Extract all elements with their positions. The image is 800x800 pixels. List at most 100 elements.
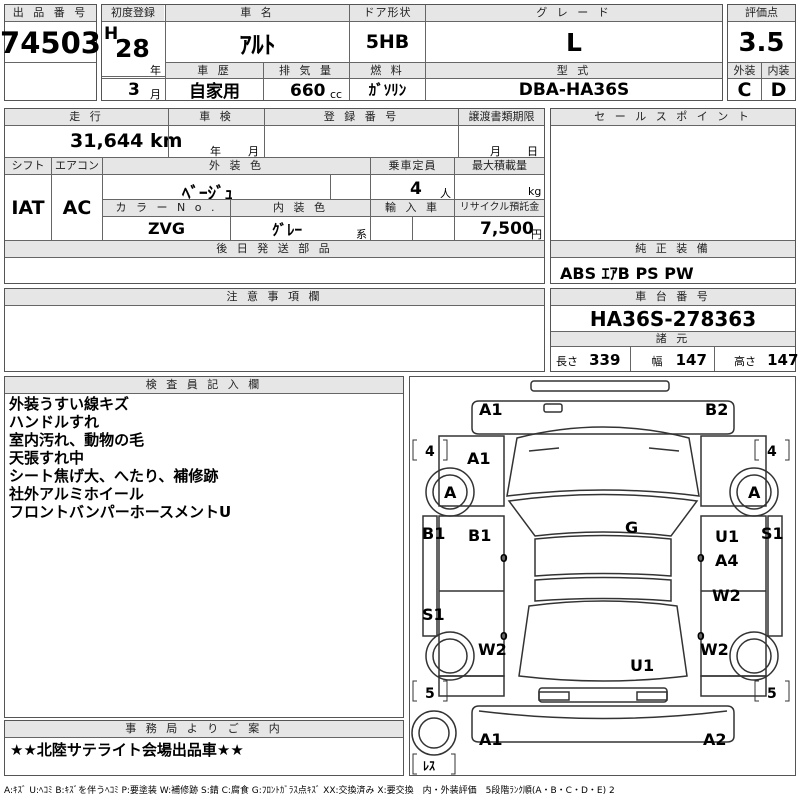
wheel-rr-inner [736,638,772,674]
first-reg-year-unit: 年 [150,64,161,77]
front-bumper [471,400,735,435]
model-value: DBA-HA36S [518,79,630,100]
score-ext-value: C [737,79,752,101]
dims-row: 長さ 339 幅 147 高さ 147 [556,350,798,370]
sales-points-label: セ ー ル ス ポ イ ン ト [551,109,795,125]
mark-rear-left: A1 [479,730,503,749]
score-label: 評価点 [728,5,795,21]
rear-lower [478,710,728,720]
capacity-label: 乗車定員 [371,158,454,174]
office-label: 事 務 局 よ り ご 案 内 [5,721,403,737]
mark-door-right-u: U1 [715,527,739,546]
ext-color-label: 外 装 色 [103,158,370,174]
mark-rocker-left: S1 [422,605,445,624]
tire-rl: 5 [425,686,435,702]
shift-value: IAT [11,196,45,219]
remark-line: ハンドルすれ [9,413,100,431]
width-value: 147 [675,351,707,369]
tire-spare: ﾚｽ [423,759,435,773]
shift-label: シフト [5,158,51,174]
mark-front-left: A1 [479,400,503,419]
wheel-rr-outer [729,631,779,681]
int-color-value: ｸﾞﾚｰ [272,221,303,239]
color-no-value: ZVG [147,219,186,238]
remark-line: 天張すれ中 [9,449,85,467]
mileage-number: 31,644 [70,130,144,152]
model-label: 型 式 [426,63,722,79]
mark-wheel-fr: A [748,483,761,502]
score-ext-label: 外装 [728,63,761,79]
first-reg-month: 3 [128,80,140,100]
left-rear-fender [438,675,505,697]
roof [534,534,672,577]
wheel-fr-inner [736,474,772,510]
reg-no-label: 登 録 番 号 [265,109,458,125]
remark-line: 室内汚れ、動物の毛 [9,431,145,449]
dims-label: 諸 元 [551,332,795,346]
windshield [507,493,699,537]
capacity-unit: 人 [440,187,451,200]
recycle-unit: 円 [531,228,542,241]
import-label: 輸 入 車 [371,200,454,216]
transfer-label: 譲渡書類期限 [459,109,544,125]
color-no-label: カ ラ ー N o . [103,200,230,216]
int-color-unit: 系 [356,228,367,241]
zero-right: 0 [697,552,705,565]
transfer-day-unit: 日 [527,145,538,158]
right-rear-fender [700,675,767,697]
lot-number-label: 出 品 番 号 [5,5,96,21]
mark-door-right-a: A4 [715,551,739,570]
legend: A:ｷｽﾞ U:ﾍｺﾐ B:ｷｽﾞを伴うﾍｺﾐ P:要塗装 W:補修跡 S:錆 … [4,786,615,796]
fuel-label: 燃 料 [350,63,425,79]
rear-bumper-plate-2 [636,691,668,701]
lot-number-value: 74503 [0,26,101,60]
mark-rear-right: A2 [703,730,727,749]
mark-rear-right-w: W2 [712,586,741,605]
spare-tire-outer [411,710,457,756]
zero-right-rear: 0 [697,630,705,643]
inspector-box [4,376,404,718]
door-label: ドア形状 [350,5,425,21]
aircon-value: AC [62,196,92,219]
grade-value: L [566,27,582,57]
notes-label: 注 意 事 項 欄 [5,289,544,305]
first-reg-year: 28 [115,34,150,63]
mark-trunk: U1 [630,656,654,675]
height-label: 高さ [734,355,756,368]
tire-rr: 5 [767,686,777,702]
max-load-label: 最大積載量 [455,158,544,174]
mark-front-right: B2 [705,400,728,419]
inspector-label: 検 査 員 記 入 欄 [5,377,403,393]
inspector-remarks: 外装うすい線キズ ハンドルすれ 室内汚れ、動物の毛 天張すれ中 シート焦げ大、へ… [9,395,399,521]
score-value: 3.5 [738,28,785,58]
genuine-label: 純 正 装 備 [551,241,795,257]
width-label: 幅 [651,355,663,368]
car-name-value: ｱﾙﾄ [239,30,276,59]
mark-wheel-rl: W2 [478,640,507,659]
mark-roof: G [625,518,638,537]
office-value: ★★北陸サテライト会場出品車★★ [10,741,244,759]
tire-fl: 4 [425,444,435,460]
chassis-label: 車 台 番 号 [551,289,795,305]
mark-side-left: B1 [422,524,445,543]
displacement-unit: cc [330,88,343,101]
mileage-value: 31,644 km [70,130,182,152]
hood [506,426,700,497]
car-name-label: 車 名 [166,5,349,21]
wheel-rl-inner [432,638,468,674]
car-diagram: A1 B2 A1 A A G B1 B1 U1 A4 S1 W2 S1 W2 W… [411,380,790,775]
score-int-value: D [770,79,787,101]
score-int-label: 内装 [762,63,795,79]
genuine-value: ABS ｴｱB PS PW [560,264,694,283]
remark-line: 社外アルミホイール [9,485,144,503]
remark-line: 外装うすい線キズ [9,395,130,413]
int-color-label: 内 装 色 [231,200,370,216]
zero-left: 0 [500,552,508,565]
mark-wheel-rr: W2 [700,640,729,659]
spare-tire-inner [418,717,450,749]
history-value: 自家用 [189,82,240,102]
mileage-unit: km [149,130,183,152]
remark-line: フロントバンパーホースメントU [9,503,232,521]
inspection-year-unit: 年 [210,145,221,158]
height-value: 147 [767,351,799,369]
